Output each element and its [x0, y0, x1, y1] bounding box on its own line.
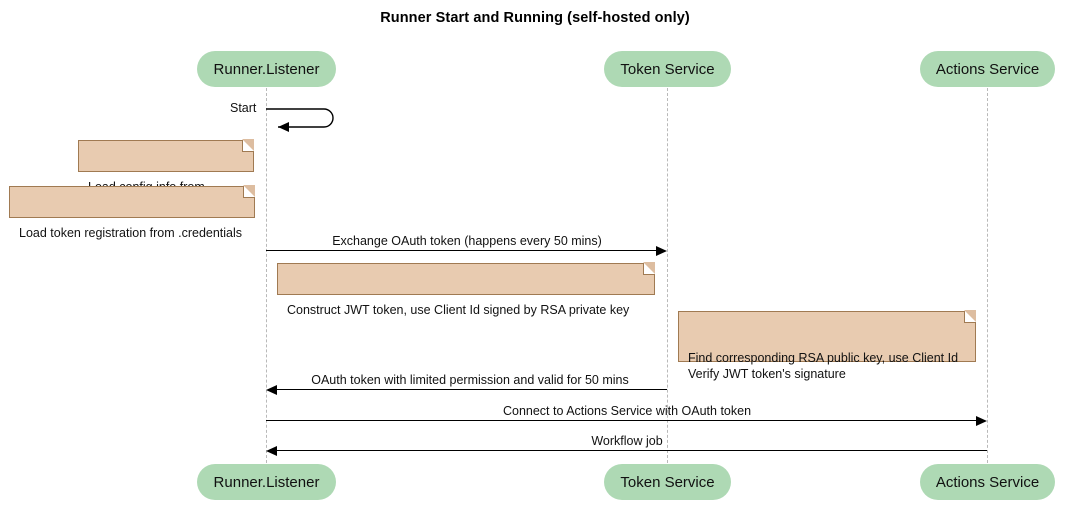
- message-arrow-workflow-job: [266, 446, 987, 456]
- message-label-oauth-token-response: OAuth token with limited permission and …: [311, 373, 629, 387]
- note-construct-jwt-token: Construct JWT token, use Client Id signe…: [277, 262, 655, 317]
- arrowhead-left-icon: [266, 446, 277, 456]
- self-message-start: [266, 105, 346, 133]
- participant-bottom-runner-listener[interactable]: Runner.Listener: [197, 464, 336, 500]
- participant-label: Token Service: [620, 60, 715, 78]
- lifeline-token-service: [667, 88, 668, 463]
- participant-top-actions-service[interactable]: Actions Service: [920, 51, 1055, 87]
- arrowhead-right-icon: [976, 416, 987, 426]
- message-label-exchange-oauth-token: Exchange OAuth token (happens every 50 m…: [332, 234, 602, 248]
- note-text: Find corresponding RSA public key, use C…: [688, 351, 959, 381]
- message-arrow-connect-actions-service: [266, 416, 987, 426]
- participant-label: Actions Service: [935, 473, 1040, 491]
- participant-label: Token Service: [620, 473, 715, 491]
- participant-bottom-actions-service[interactable]: Actions Service: [920, 464, 1055, 500]
- arrowhead-right-icon: [656, 246, 667, 256]
- note-fold-icon: [643, 262, 655, 275]
- note-fold-icon: [243, 185, 255, 198]
- message-label-start: Start: [230, 101, 257, 115]
- lifeline-actions-service: [987, 88, 988, 463]
- participant-label: Runner.Listener: [213, 473, 320, 491]
- lifeline-runner-listener: [266, 88, 267, 463]
- participant-top-runner-listener[interactable]: Runner.Listener: [197, 51, 336, 87]
- participant-label: Runner.Listener: [213, 60, 320, 78]
- participant-bottom-token-service[interactable]: Token Service: [604, 464, 731, 500]
- note-load-token-registration: Load token registration from .credential…: [9, 185, 255, 240]
- message-label-workflow-job: Workflow job: [591, 434, 663, 448]
- note-fold-icon: [242, 139, 254, 152]
- note-verify-jwt-signature: Find corresponding RSA public key, use C…: [678, 310, 976, 381]
- note-load-config-info: Load config info from .runner: [78, 139, 254, 210]
- note-text: Construct JWT token, use Client Id signe…: [287, 303, 630, 317]
- participant-label: Actions Service: [935, 60, 1040, 78]
- note-text: Load token registration from .credential…: [19, 226, 243, 240]
- note-fold-icon: [964, 310, 976, 323]
- arrowhead-left-icon: [266, 385, 277, 395]
- participant-top-token-service[interactable]: Token Service: [604, 51, 731, 87]
- message-label-connect-actions-service: Connect to Actions Service with OAuth to…: [502, 404, 752, 418]
- message-arrow-exchange-oauth-token: [266, 246, 667, 256]
- message-arrow-oauth-token-response: [266, 385, 667, 395]
- page-title: Runner Start and Running (self-hosted on…: [380, 10, 690, 26]
